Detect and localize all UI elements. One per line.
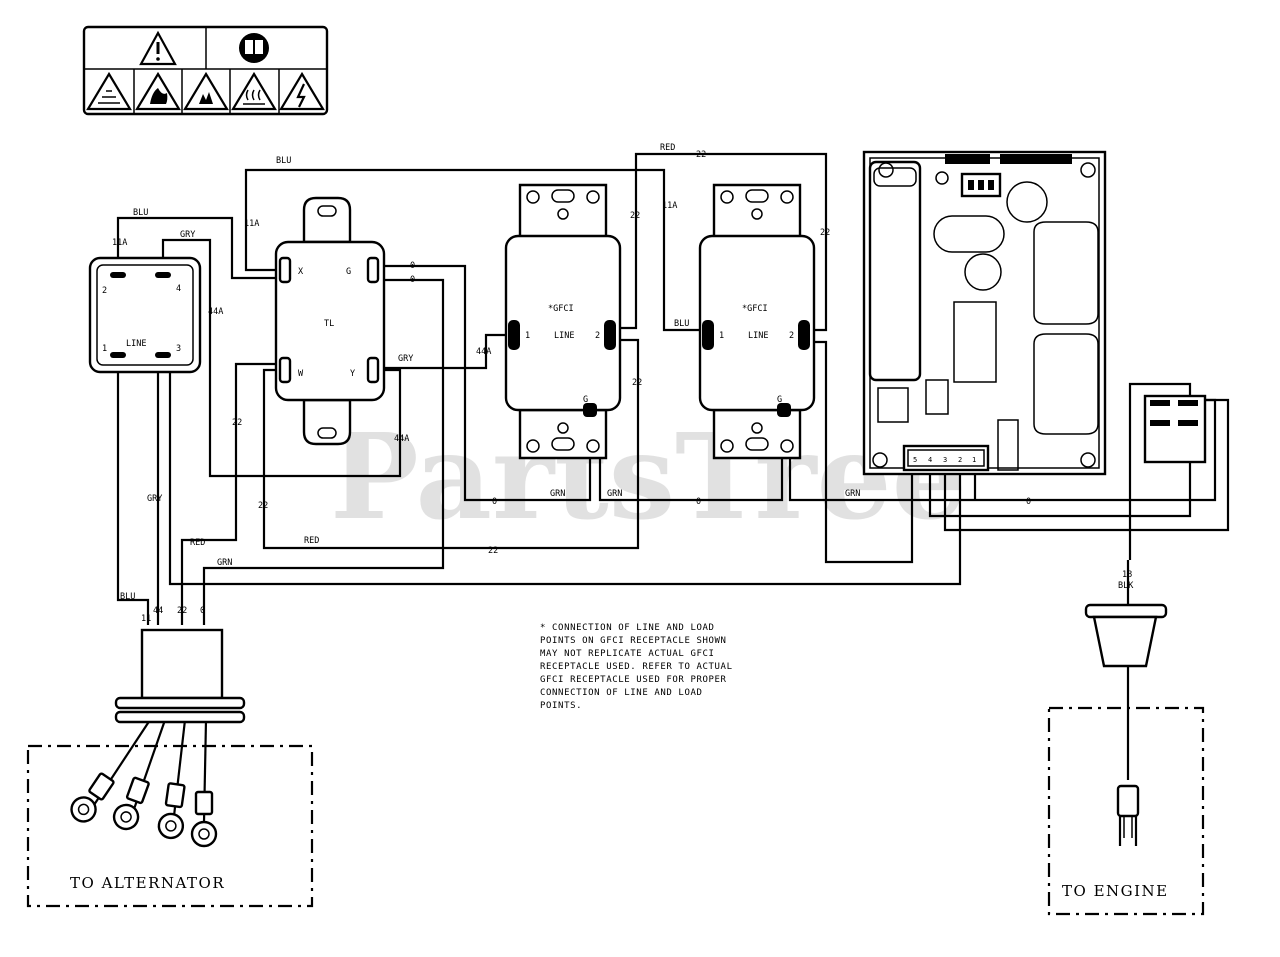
- wire-labels: BLU BLU 11A 11A GRY 44A 0 0 GRY 44A 44A …: [112, 143, 1134, 624]
- to-engine-label: TO ENGINE: [1062, 882, 1169, 900]
- wiring: [91, 152, 1230, 823]
- wire-label-22-top: 22: [696, 150, 706, 160]
- electric-shock-icon: [279, 71, 325, 111]
- safety-warning-label: [82, 25, 329, 116]
- control-board: 5 4 3 2 1: [862, 150, 1107, 476]
- wire-label-red-top: RED: [660, 143, 675, 153]
- switch-terminal-1: 1: [102, 344, 107, 354]
- gfci-1-ground: G: [583, 395, 588, 405]
- note-line: CONNECTION OF LINE AND LOAD: [540, 688, 703, 698]
- note-line: RECEPTACLE USED. REFER TO ACTUAL: [540, 662, 733, 672]
- wire-label-gry-tl: GRY: [398, 354, 413, 364]
- alternator-ring-terminals: [70, 772, 218, 848]
- fire-hazard-icon: [135, 71, 181, 111]
- wire-label-11: 11: [141, 614, 151, 624]
- wire-label-11a-switch: 11A: [112, 238, 127, 248]
- warning-triangle-icon: [139, 30, 177, 66]
- wire-label-grn-left: GRN: [217, 558, 232, 568]
- gfci-1-line-label: LINE: [554, 331, 574, 341]
- wire-label-22-left: 22: [232, 418, 242, 428]
- board-pin-2: 2: [958, 456, 962, 464]
- wire-label-22-gfci2: 22: [820, 228, 830, 238]
- gfci-2-terminal-2: 2: [789, 331, 794, 341]
- wire-label-0-bottom: 0: [492, 497, 497, 507]
- wire-label-red: RED: [304, 536, 319, 546]
- wire-label-44a-gfci: 44A: [476, 347, 491, 357]
- gfci-2-terminal-1: 1: [719, 331, 724, 341]
- watermark: PartsTree: [330, 407, 967, 546]
- gfci-1-terminal-1: 1: [525, 331, 530, 341]
- transformer-tl: X G W Y TL: [274, 196, 386, 446]
- tl-terminal-x: X: [298, 267, 304, 277]
- wire-label-blu-gfci: BLU: [674, 319, 689, 329]
- tl-terminal-y: Y: [350, 369, 355, 379]
- wire-label-0-plug: 0: [200, 606, 205, 616]
- wire-label-blu: BLU: [133, 208, 148, 218]
- read-manual-icon: [239, 33, 269, 63]
- wire-label-grn-2: GRN: [607, 489, 622, 499]
- wire-label-44: 44: [153, 606, 163, 616]
- note-line: * CONNECTION OF LINE AND LOAD: [540, 623, 715, 633]
- board-pin-1: 1: [972, 456, 976, 464]
- wire-label-0-right: 0: [1026, 497, 1031, 507]
- to-alternator-label: TO ALTERNATOR: [70, 874, 225, 892]
- tl-terminal-w: W: [298, 369, 304, 379]
- wire-label-0-mid: 0: [696, 497, 701, 507]
- line-switch-block: 2 4 1 3 LINE: [88, 256, 202, 374]
- wire-label-22-gfci1: 22: [630, 211, 640, 221]
- board-pin-5: 5: [913, 456, 917, 464]
- switch-terminal-4: 4: [176, 284, 181, 294]
- switch-line-label: LINE: [126, 339, 146, 349]
- gfci-2-ground: G: [777, 395, 782, 405]
- wire-label-44a-lower: 44A: [394, 434, 409, 444]
- gfci-1-terminal-2: 2: [595, 331, 600, 341]
- toxic-fumes-icon: [86, 71, 132, 111]
- alternator-zone: [26, 744, 314, 908]
- relay-block: [1143, 394, 1207, 464]
- wire-label-blu-top: BLU: [276, 156, 291, 166]
- wire-label-44a: 44A: [208, 307, 223, 317]
- note-line: POINTS ON GFCI RECEPTACLE SHOWN: [540, 636, 727, 646]
- board-pin-3: 3: [943, 456, 947, 464]
- wire-label-blu-plug: BLU: [120, 592, 135, 602]
- wire-label-gry-left: GRY: [147, 494, 162, 504]
- tl-terminal-g: G: [346, 267, 351, 277]
- wire-label-11a-gfci: 11A: [662, 201, 677, 211]
- gfci-note: * CONNECTION OF LINE AND LOAD POINTS ON …: [540, 623, 733, 711]
- note-line: POINTS.: [540, 701, 582, 711]
- wire-label-0-a: 0: [410, 261, 415, 271]
- wire-label-22-bottom: 22: [488, 546, 498, 556]
- tl-label: TL: [324, 319, 334, 329]
- note-line: GFCI RECEPTACLE USED FOR PROPER: [540, 675, 727, 685]
- gfci-receptacle-2: *GFCI LINE 1 2 G: [698, 183, 816, 460]
- wire-label-blk: BLK: [1118, 581, 1134, 591]
- wire-label-grn-3: GRN: [845, 489, 860, 499]
- wire-label-18: 18: [1122, 570, 1132, 580]
- wire-label-red-left: RED: [190, 538, 205, 548]
- engine-zone: [1047, 706, 1205, 916]
- note-line: MAY NOT REPLICATE ACTUAL GFCI: [540, 649, 715, 659]
- wire-label-11a: 11A: [244, 219, 259, 229]
- gfci-1-title: *GFCI: [548, 304, 574, 314]
- wire-label-22-gfci1-low: 22: [632, 378, 642, 388]
- gfci-2-line-label: LINE: [748, 331, 768, 341]
- wire-label-0-b: 0: [410, 275, 415, 285]
- engine-grommet: [1084, 603, 1168, 668]
- switch-terminal-3: 3: [176, 344, 181, 354]
- wire-label-gry-top: GRY: [180, 230, 195, 240]
- wire-label-22-plug: 22: [177, 606, 187, 616]
- board-pin-4: 4: [928, 456, 932, 464]
- hot-surface-icon: [231, 71, 277, 111]
- wire-label-grn-1: GRN: [550, 489, 565, 499]
- engine-spade-terminal: [1116, 784, 1140, 846]
- gfci-2-title: *GFCI: [742, 304, 768, 314]
- switch-terminal-2: 2: [102, 286, 107, 296]
- explosion-hazard-icon: [183, 71, 229, 111]
- alternator-connector: [114, 628, 246, 724]
- wire-label-22-lower: 22: [258, 501, 268, 511]
- gfci-receptacle-1: *GFCI LINE 1 2 G: [504, 183, 622, 460]
